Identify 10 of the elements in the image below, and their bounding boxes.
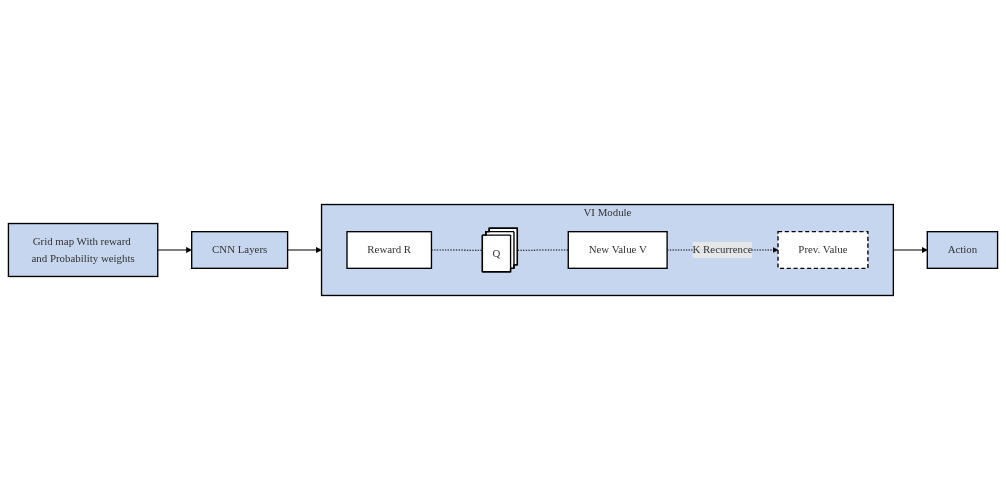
node-box: New Value V	[567, 231, 668, 269]
arrow	[287, 247, 322, 253]
node-box: CNN Layers	[191, 231, 289, 269]
node-box: Reward R	[346, 231, 433, 269]
node-box: Action	[926, 231, 999, 269]
edge-label: K Recurrence	[692, 243, 753, 256]
node-box: Prev. Value	[777, 231, 869, 269]
arrow	[157, 247, 192, 253]
connector	[517, 249, 569, 251]
node-box: Grid map With reward and Probability weights	[7, 222, 159, 278]
